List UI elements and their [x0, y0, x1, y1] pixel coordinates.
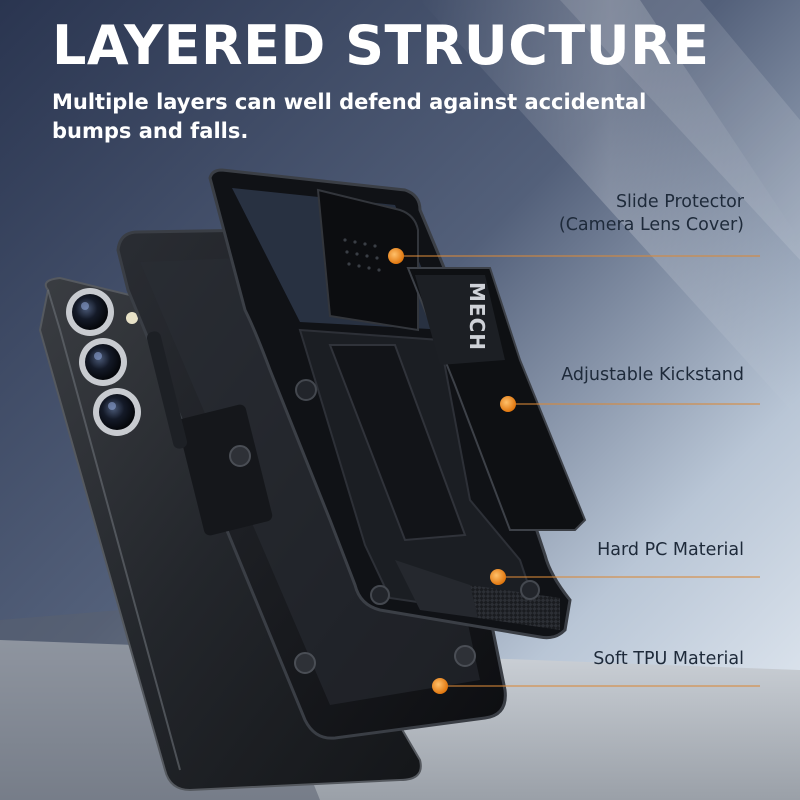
camera-lens: [93, 388, 141, 436]
callout-adjustable-kickstand: Adjustable Kickstand: [561, 364, 744, 387]
callout-label: Slide Protector: [615, 192, 744, 212]
callout-pointers: [396, 255, 760, 687]
callout-dot: [388, 248, 404, 264]
camera-flash: [126, 312, 138, 324]
callout-soft-tpu-material: Soft TPU Material: [593, 648, 744, 671]
callout-dot: [500, 396, 516, 412]
callout-slide-protector: Slide Protector (Camera Lens Cover): [559, 191, 744, 237]
case-button: [295, 379, 317, 401]
case-button: [454, 645, 476, 667]
subheadline: Multiple layers can well defend against …: [52, 90, 647, 143]
case-button: [370, 585, 390, 605]
callout-dot: [432, 678, 448, 694]
slide-protector: [316, 188, 419, 332]
callout-label: (Camera Lens Cover): [558, 215, 744, 235]
camera-lens: [79, 338, 127, 386]
case-button: [294, 652, 316, 674]
callout-label: Adjustable Kickstand: [561, 365, 744, 385]
brand-mark: MECH: [465, 282, 489, 351]
case-button: [520, 580, 540, 600]
callout-label: Hard PC Material: [597, 540, 744, 560]
light-beam: [420, 0, 800, 420]
callout-hard-pc-material: Hard PC Material: [597, 539, 744, 562]
camera-lens: [66, 288, 114, 336]
kickstand: MECH: [328, 267, 587, 542]
dot-texture: [343, 238, 381, 272]
case-button: [229, 445, 251, 467]
headline: LAYERED STRUCTURE: [52, 14, 710, 77]
light-beam: [560, 0, 800, 260]
callout-dot: [490, 569, 506, 585]
callout-label: Soft TPU Material: [593, 649, 744, 669]
